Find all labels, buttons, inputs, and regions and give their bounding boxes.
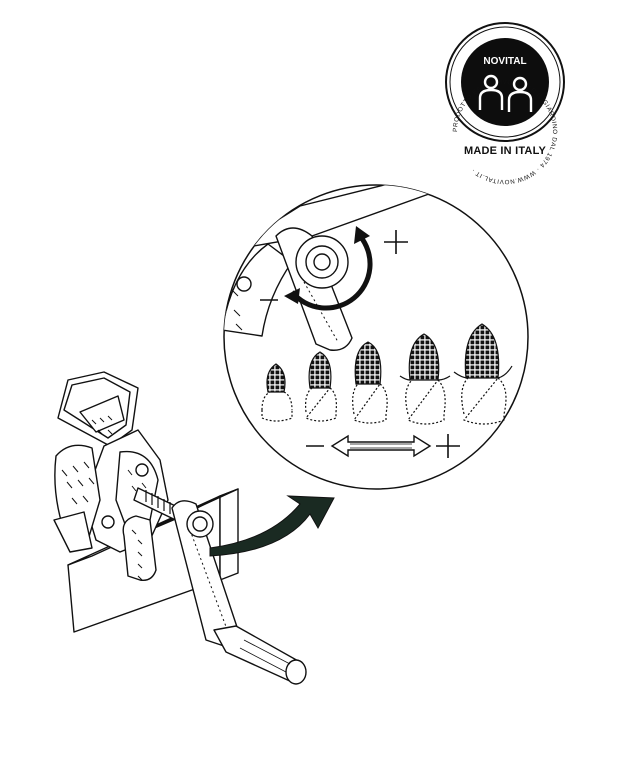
detail-callout (223, 184, 529, 490)
zoom-arrow (209, 495, 335, 557)
made-in-italy-label: MADE IN ITALY (463, 145, 547, 157)
corn-cob-3 (352, 341, 388, 424)
logo-brand-text: NOVITAL (483, 56, 526, 67)
rotation-arrow (284, 226, 373, 311)
crank-handle (171, 500, 307, 685)
corn-cob-5 (453, 323, 513, 425)
corn-cob-2 (305, 351, 337, 422)
corn-sheller-machine (53, 371, 307, 685)
people-icon (478, 74, 533, 112)
corn-cob-1 (261, 363, 293, 422)
size-scale-arrow (330, 434, 432, 458)
corn-cob-4 (399, 333, 451, 425)
sheller-body (53, 429, 169, 553)
scale-plus-icon (436, 434, 460, 458)
rotate-plus-icon (384, 230, 408, 254)
corn-cob-row (261, 323, 513, 425)
novital-logo: PRODOTTO ESCLUSIVO E PER IL GIARDINO DAL… (445, 22, 565, 185)
adjusting-arm (122, 515, 157, 581)
